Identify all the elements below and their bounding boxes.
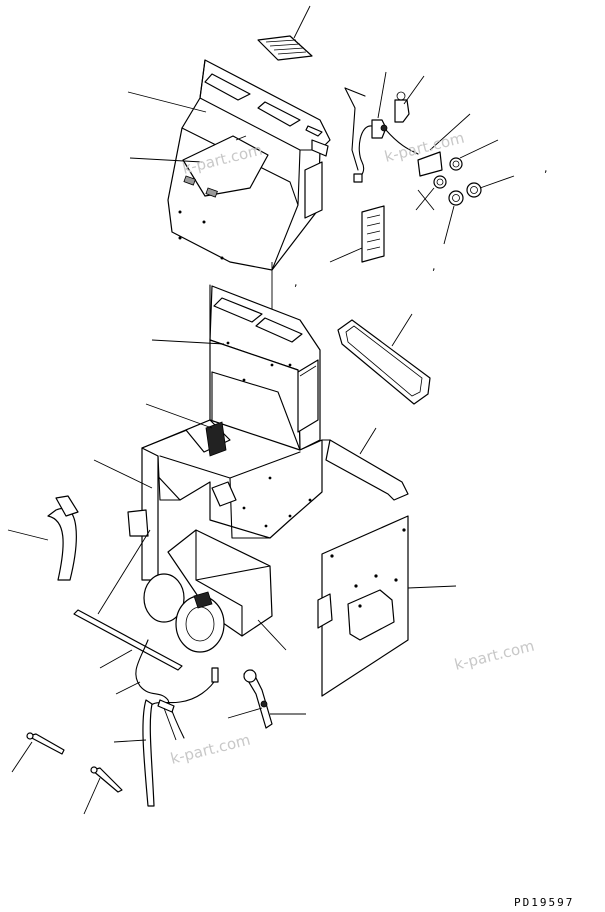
- switch-harness: [344, 71, 471, 211]
- leader: [145, 403, 213, 429]
- leader: [151, 339, 225, 345]
- cable-ties: [11, 732, 123, 815]
- bracket: [325, 427, 409, 501]
- gasket: [337, 313, 431, 405]
- blower-unit: [143, 529, 287, 653]
- top-filter: [257, 5, 313, 61]
- stud-bolt: [227, 669, 306, 729]
- hoses: [99, 639, 219, 807]
- leader: [129, 157, 203, 163]
- lower-console: [127, 284, 331, 581]
- watermark: k-part.com: [453, 637, 537, 674]
- leader: [127, 91, 207, 113]
- knobs: [415, 139, 515, 245]
- watermark: k-part.com: [169, 731, 253, 768]
- tick-mark: ,: [544, 162, 548, 175]
- mounting-plate: [317, 515, 457, 697]
- tick-mark: ,: [294, 276, 298, 289]
- grille: [329, 205, 385, 263]
- drawing-code: PD19597: [514, 896, 574, 909]
- tick-mark: ,: [432, 260, 436, 273]
- leader: [93, 459, 153, 489]
- duct: [7, 495, 79, 581]
- upper-cover: [167, 59, 331, 271]
